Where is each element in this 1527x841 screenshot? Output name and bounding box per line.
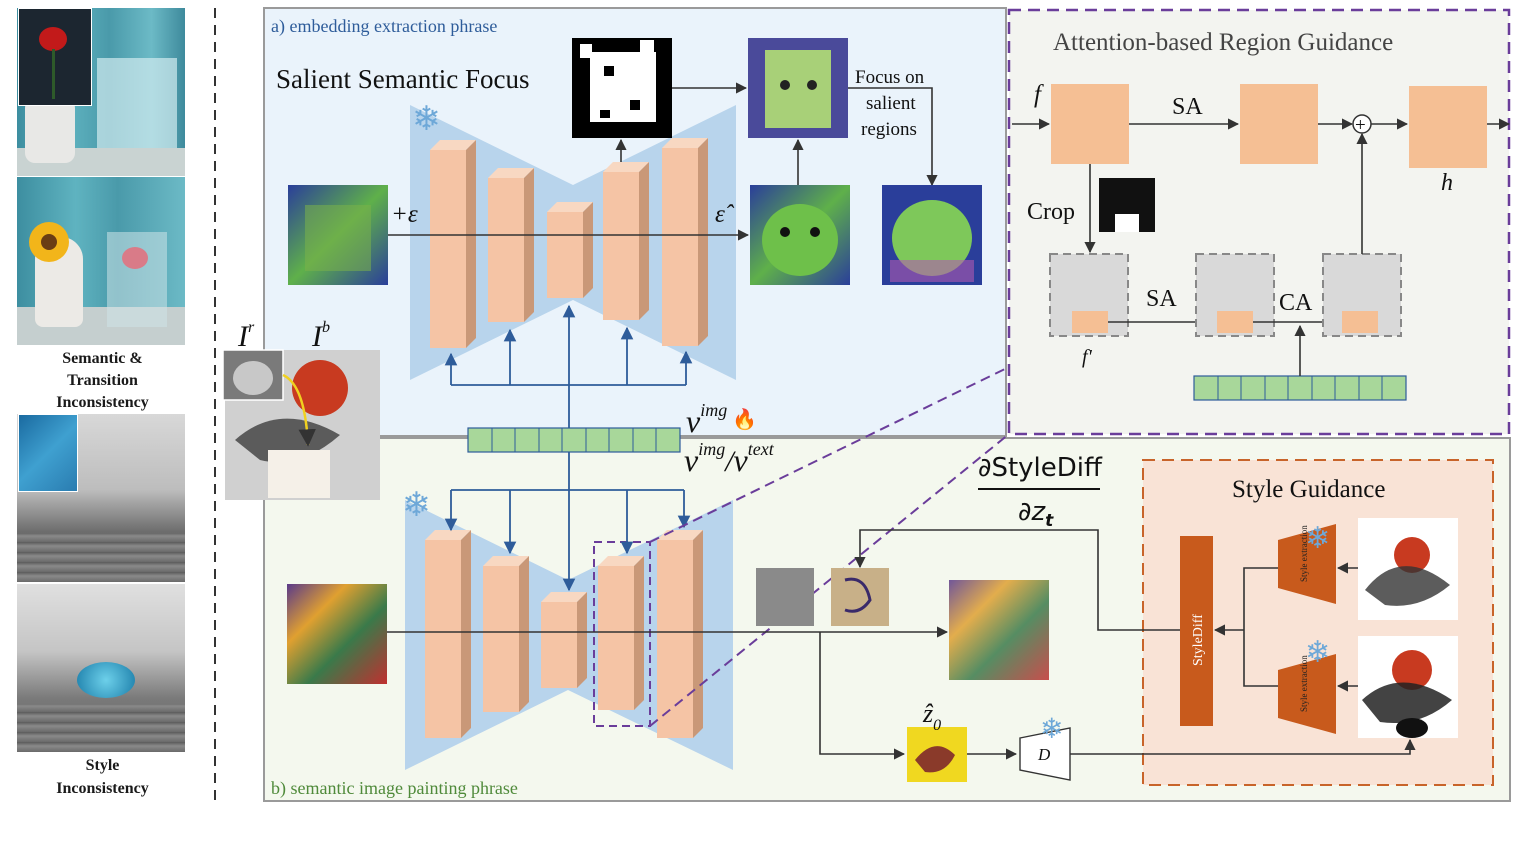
z0-label: ẑ0 (922, 699, 941, 734)
decoder-to-style-arrow (1070, 738, 1416, 755)
caption-style: Style Inconsistency (56, 757, 149, 797)
feature-f-block (1051, 84, 1129, 164)
example-image-style-2 (17, 584, 185, 752)
v-img-text-label: vimg/vtext (684, 439, 775, 478)
f-prime-label: f' (1082, 346, 1093, 368)
gradient-numerator: ∂StyleDiff (978, 453, 1103, 483)
gradient-feedback-arrow (854, 529, 1180, 631)
decoder-label: D (1037, 745, 1051, 764)
sa-top-label: SA (1172, 94, 1203, 120)
attention-mask-image (572, 38, 672, 138)
focus-text-line2: salient (866, 93, 916, 114)
snowflake-icon: ❄ (402, 485, 431, 525)
focus-arrow (848, 87, 938, 187)
plus-sign: + (1355, 115, 1366, 136)
unet-b-block-3 (541, 592, 587, 688)
panel-a-label: a) embedding extraction phrase (271, 16, 497, 37)
sa-output-block (1240, 84, 1318, 164)
svg-text:Style extraction: Style extraction (1299, 525, 1309, 582)
unet-a: ❄ (410, 99, 736, 380)
unet-a-block-1 (430, 140, 476, 348)
unet-b-block-2 (483, 556, 529, 712)
masked-overlay-image (748, 38, 848, 138)
embedding-bar (467, 427, 681, 453)
style-extractor-bottom: Style extraction ❄ (1278, 635, 1336, 734)
conditioning-arrows-a (444, 304, 693, 428)
unet-a-block-4 (603, 162, 649, 320)
zoom-line-top (649, 366, 1010, 543)
snowflake-icon: ❄ (412, 99, 441, 139)
sa-bottom-label: SA (1146, 286, 1177, 312)
conditioning-arrows-b (444, 452, 691, 592)
v-img-label: vimg (686, 400, 727, 439)
output-h-block (1409, 86, 1487, 168)
rose-thumbnail (18, 8, 92, 106)
style-reference-image (1358, 518, 1458, 620)
unet-b-block-1 (425, 530, 471, 738)
focus-text-line3: regions (861, 119, 917, 140)
decoder-block (1019, 727, 1071, 781)
stylediff-block (1180, 536, 1213, 726)
reference-images (222, 349, 380, 500)
example-image-semantic-2 (17, 177, 185, 345)
unet-b-block-4 (598, 556, 644, 710)
noise-label: +ε (391, 201, 418, 228)
crop-label: Crop (1027, 199, 1075, 225)
ca-label: CA (1279, 290, 1313, 316)
svg-text:❄: ❄ (1305, 635, 1330, 670)
z0-branch-arrow (819, 632, 906, 760)
unet-a-block-3 (547, 202, 593, 298)
attention-box (1007, 8, 1511, 436)
fire-icon: 🔥 (732, 407, 757, 431)
svg-text:❄: ❄ (1305, 521, 1330, 556)
ib-label: Ib (311, 319, 330, 353)
noisy-latent-input (287, 584, 387, 684)
f-label: f (1034, 81, 1044, 108)
unet-a-block-2 (488, 168, 534, 322)
extractor-merge-arrows (1243, 567, 1278, 687)
attention-title: Attention-based Region Guidance (1053, 29, 1393, 56)
attention-embedding-bar (1193, 375, 1407, 401)
ir-label: Ir (237, 319, 255, 353)
style-extractor-top: Style extraction ❄ (1278, 521, 1336, 604)
unet-b: ❄ (402, 485, 733, 770)
gradient-denominator: ∂zt (1018, 497, 1054, 531)
snowflake-icon: ❄ (1040, 712, 1063, 745)
gaussian-noise-image (756, 568, 814, 626)
panel-a-title: Salient Semantic Focus (276, 64, 529, 94)
panel-b-label: b) semantic image painting phrase (271, 778, 518, 799)
intermediate-latent-image (831, 568, 889, 626)
h-label: h (1441, 170, 1453, 196)
left-panel: Semantic & Transition Inconsistency Styl… (0, 0, 200, 841)
stylediff-label: StyleDiff (1191, 614, 1206, 666)
unet-a-block-5 (662, 138, 708, 346)
caption-semantic: Semantic & Transition Inconsistency (56, 350, 149, 411)
fish-thumbnail (18, 414, 78, 492)
svg-text:Style extraction: Style extraction (1299, 655, 1309, 712)
focus-text-line1: Focus on (855, 67, 925, 88)
style-guidance-title: Style Guidance (1232, 476, 1385, 503)
zoom-line-bottom (649, 433, 1010, 727)
generated-output-image (1358, 636, 1458, 738)
output-latent-image (949, 580, 1049, 680)
unet-b-block-5 (657, 530, 703, 738)
